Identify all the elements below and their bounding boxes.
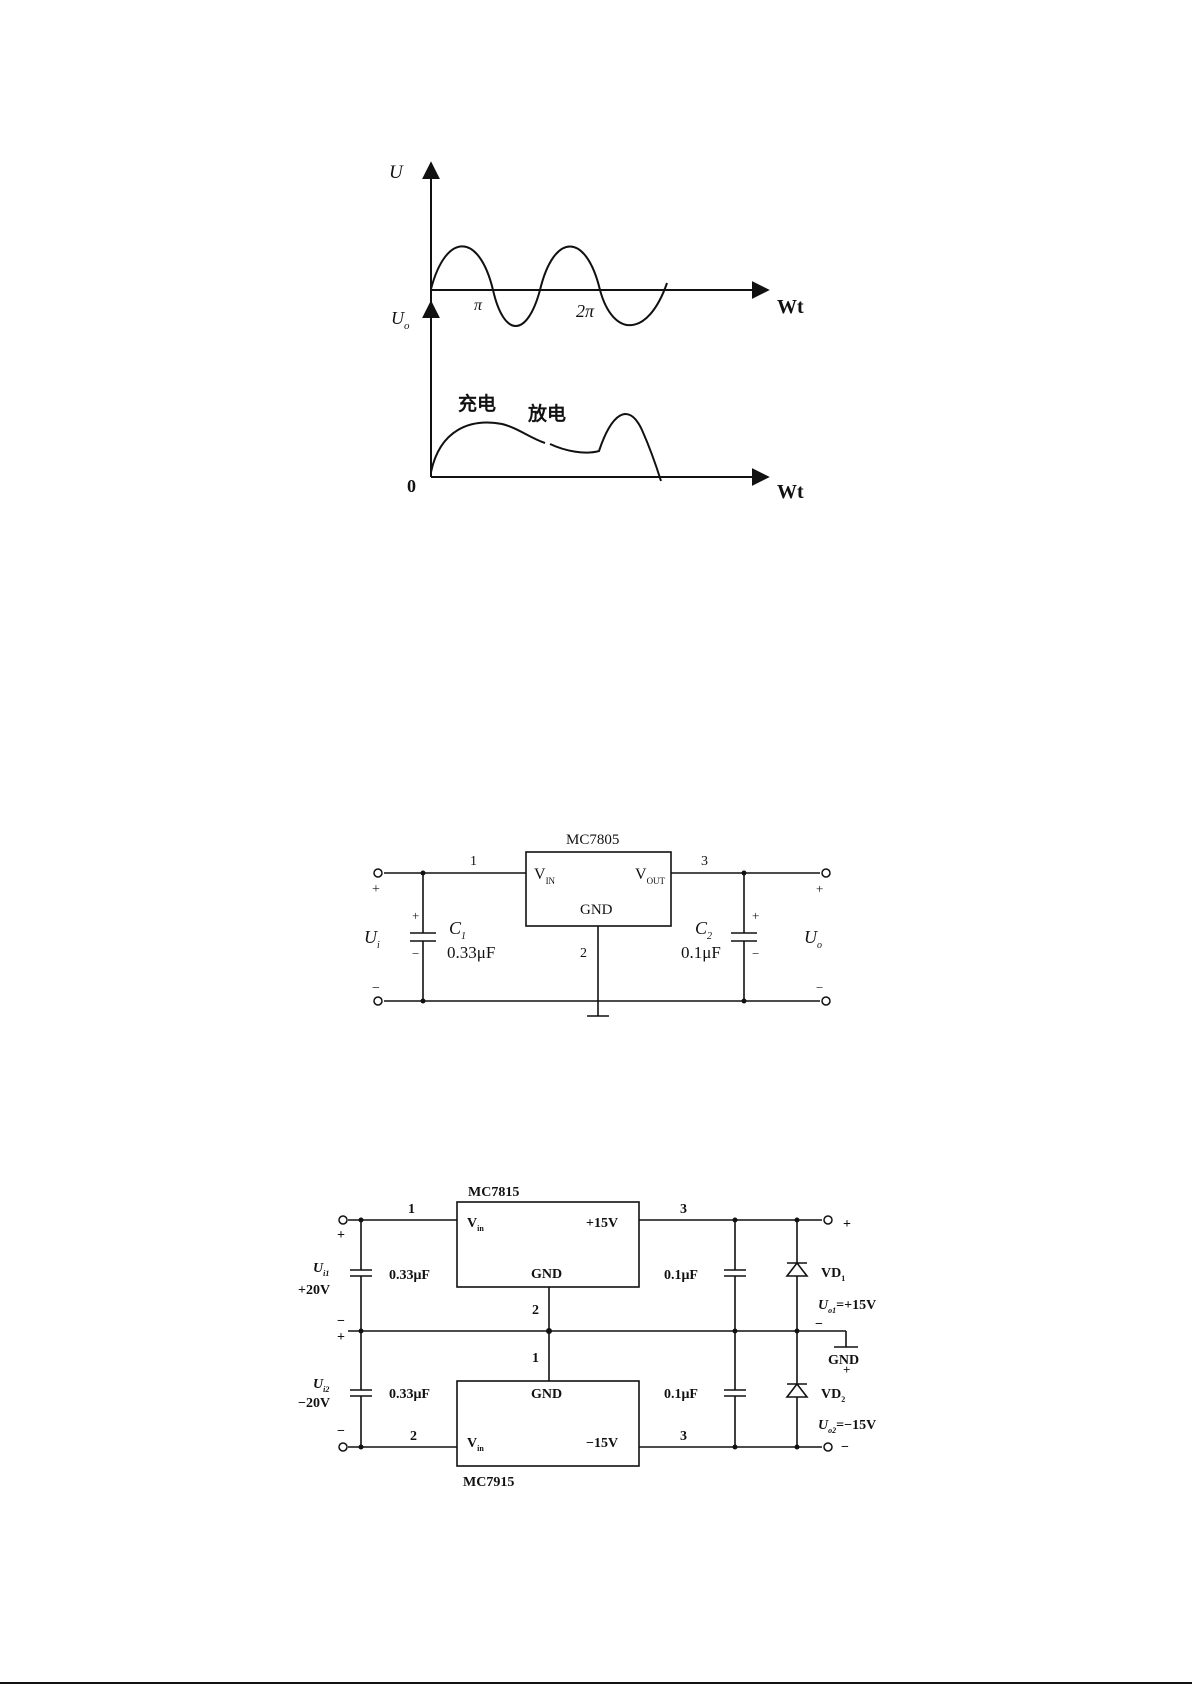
output-minus-sign: − [816,980,823,995]
mc7805-vout-label: VOUT [635,866,666,886]
c2-label: C2 [695,918,712,942]
output-plus-terminal [824,1216,832,1224]
c2-plus-sign: + [752,908,759,923]
left-plus-top: + [337,1228,345,1243]
mc7915-output-label: −15V [586,1436,618,1451]
tick-2pi-label: 2π [576,301,595,321]
ui2-label: Ui2 [313,1377,329,1394]
vd1-label: VD1 [821,1266,845,1283]
left-plus-mid: + [337,1330,345,1345]
mc7805-pin1-label: 1 [470,854,477,869]
discharge-label: 放电 [527,402,566,425]
top-y-axis-label: U [389,162,404,183]
mc7805-pin2-label: 2 [580,946,587,961]
right-minus-mid: − [815,1317,823,1332]
left-minus-mid: − [337,1314,345,1329]
uo1-label: Uo1=+15V [818,1298,876,1315]
mc7915-vin-label: Vin [467,1436,484,1453]
mc7915-pin3-label: 3 [680,1429,687,1444]
input-terminal-plus [374,869,382,877]
mc7915-gnd-label: GND [531,1387,562,1402]
input-cap-top-value: 0.33μF [389,1268,430,1283]
vd1-diode [787,1263,807,1276]
c2-minus-sign: − [752,946,759,961]
bottom-x-axis-label: Wt [777,481,804,503]
input-cap-bottom-value: 0.33μF [389,1387,430,1402]
output-terminal-minus [822,997,830,1005]
input-terminal-minus [374,997,382,1005]
mc7915-pin1-label: 1 [532,1351,539,1366]
output-minus-terminal [824,1443,832,1451]
mc7815-pin2-label: 2 [532,1303,539,1318]
gnd-terminal-label: GND [828,1353,859,1368]
vd2-label: VD2 [821,1387,845,1404]
c1-value: 0.33μF [447,943,495,962]
top-x-axis-label: Wt [777,296,804,318]
c1-plus-sign: + [412,908,419,923]
mc7805-gnd-label: GND [580,902,613,918]
right-minus-bottom: − [841,1440,849,1455]
c1-label: C1 [449,918,466,942]
charge-label: 充电 [458,392,496,415]
mc7815-pin3-label: 3 [680,1202,687,1217]
mc7805-circuit: MC7805 VIN VOUT GND 1 3 2 + − + − + − C1 [364,832,830,1016]
mc7805-vin-label: VIN [534,866,556,886]
left-minus-bottom: − [337,1424,345,1439]
output-cap-top-value: 0.1μF [664,1268,698,1283]
mc7915-ic-name: MC7915 [463,1475,514,1490]
ui1-label: Ui1 [313,1261,329,1278]
dual-supply-circuit: MC7815 MC7915 Vin +15V GND GND Vin −15V … [298,1185,876,1490]
mc7815-output-label: +15V [586,1216,618,1231]
waveform-diagram: U Wt π 2π Uo Wt 0 充电 放电 [389,162,804,503]
ui2-value: −20V [298,1396,330,1411]
input-plus-sign: + [372,882,380,897]
vd2-diode [787,1384,807,1397]
input-minus-sign: − [372,981,380,996]
output-terminal-plus [822,869,830,877]
input-minus-terminal [339,1443,347,1451]
output-voltage-label: Uo [804,927,822,951]
c2-value: 0.1μF [681,943,721,962]
uo2-label: Uo2=−15V [818,1418,876,1435]
bottom-y-axis-label: Uo [391,308,410,332]
output-cap-bottom-value: 0.1μF [664,1387,698,1402]
mc7915-pin2-label: 2 [410,1429,417,1444]
ui1-value: +20V [298,1283,330,1298]
mc7805-ic-name: MC7805 [566,832,619,848]
tick-pi-label: π [474,297,483,314]
input-plus-terminal [339,1216,347,1224]
mc7815-pin1-label: 1 [408,1202,415,1217]
input-sine-wave [431,246,667,326]
mc7815-ic-name: MC7815 [468,1185,519,1200]
c1-minus-sign: − [412,946,419,961]
origin-label: 0 [407,476,416,496]
output-plus-sign: + [816,881,823,896]
mc7805-pin3-label: 3 [701,854,708,869]
mc7815-gnd-label: GND [531,1267,562,1282]
mc7815-vin-label: Vin [467,1216,484,1233]
input-voltage-label: Ui [364,927,380,951]
right-plus-top: + [843,1217,851,1232]
